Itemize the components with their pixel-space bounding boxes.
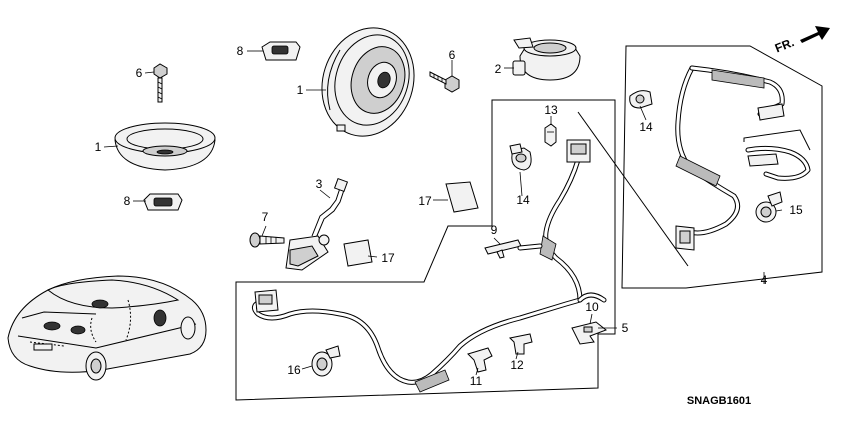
- clamp-16: [311, 345, 341, 377]
- clamp-15: [755, 191, 783, 223]
- clip-11: [467, 347, 493, 373]
- callout-8-upper: 8: [237, 44, 244, 58]
- callout-16: 16: [287, 363, 301, 377]
- clip-13: [544, 123, 557, 147]
- harness-4-boundary: [621, 45, 823, 289]
- tweeter-2: [512, 37, 581, 81]
- callout-9: 9: [491, 223, 498, 237]
- callout-15: 15: [789, 203, 803, 217]
- callout-5: 5: [622, 321, 629, 335]
- bolt-6-middle: [429, 71, 460, 93]
- callout-13: 13: [544, 103, 558, 117]
- harness-connector-left: [254, 289, 279, 313]
- callout-14-right: 14: [639, 120, 653, 134]
- clamp-14-right: [629, 90, 653, 109]
- callout-7: 7: [262, 210, 269, 224]
- callout-17-upper: 17: [418, 194, 432, 208]
- callout-8-lower: 8: [124, 194, 131, 208]
- callout-labels: 8 6 1 8 1 6 2 3 7 17 17 13 14 9 10 5 11 …: [95, 44, 803, 388]
- harness-connector-top: [566, 139, 591, 163]
- callout-1-left: 1: [95, 140, 102, 154]
- tape-pad-17-lower: [343, 239, 373, 267]
- speaker-1-door: [321, 27, 415, 137]
- rear-wire-harness: [675, 65, 811, 236]
- callout-1-door: 1: [297, 83, 304, 97]
- leader-lines: [103, 50, 783, 376]
- front-arrow-icon: [800, 26, 830, 43]
- callout-3: 3: [316, 177, 323, 191]
- vehicle-icon: [7, 275, 207, 381]
- callout-4: 4: [761, 273, 768, 287]
- clip-8-lower: [143, 193, 183, 211]
- front-direction-label: FR.: [773, 35, 796, 55]
- callout-2: 2: [495, 62, 502, 76]
- speaker-1-left-base: [114, 122, 216, 171]
- front-direction-arrow: FR.: [773, 26, 830, 55]
- harness-4-connector-bottom: [675, 225, 695, 251]
- callout-12: 12: [510, 358, 524, 372]
- clamp-14-middle: [509, 143, 532, 171]
- clip-8-upper: [261, 41, 301, 61]
- harness-4-connector-right: [747, 103, 785, 167]
- bolt-6-left: [153, 63, 168, 103]
- callout-11: 11: [470, 374, 483, 388]
- leader-to-harness-4: [577, 111, 689, 267]
- tape-pad-17-upper: [445, 181, 479, 213]
- callout-14-middle: 14: [516, 193, 530, 207]
- diagram-code: SNAGB1601: [687, 395, 751, 407]
- harness-5-boundary: [235, 99, 616, 401]
- bolt-7: [249, 232, 285, 248]
- main-wire-harness: [251, 157, 607, 393]
- clip-9: [484, 239, 522, 259]
- callout-10: 10: [585, 300, 599, 314]
- clip-10: [571, 321, 607, 345]
- callout-17-lower: 17: [381, 251, 395, 265]
- callout-6-middle: 6: [449, 48, 456, 62]
- clip-12: [508, 333, 533, 355]
- sub-harness-3: [285, 177, 349, 271]
- callout-6-left: 6: [136, 66, 143, 80]
